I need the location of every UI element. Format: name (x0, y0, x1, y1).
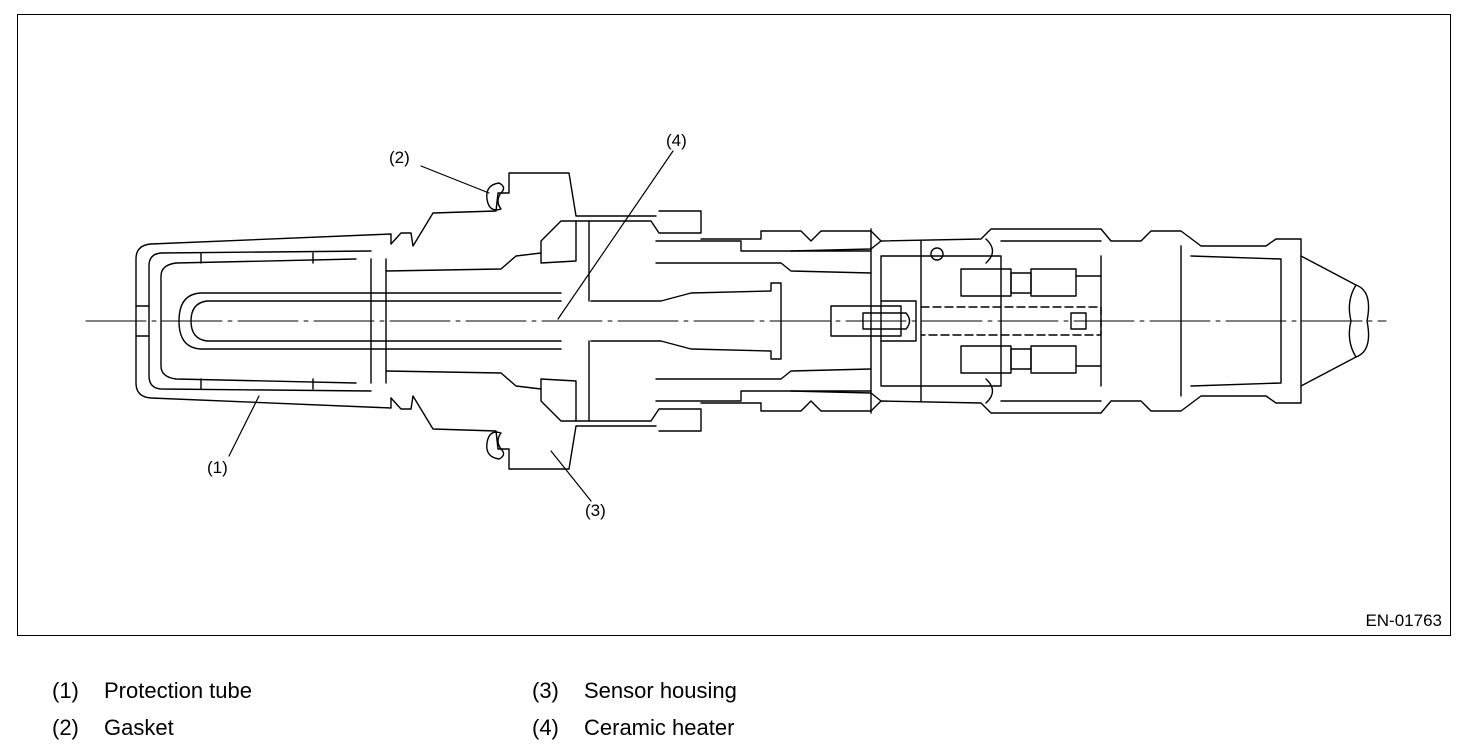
ceramic-heater-shape (178, 252, 562, 390)
legend-item-3: (3) Sensor housing (532, 678, 737, 704)
leader-lines (228, 150, 674, 502)
protection-tube-shape (135, 233, 392, 409)
oxygen-sensor-cross-section (85, 150, 1387, 502)
figure-id: EN-01763 (1365, 611, 1442, 630)
legend-item-1: (1) Protection tube (52, 678, 252, 704)
legend-label: Gasket (104, 715, 174, 740)
legend-num: (1) (52, 678, 79, 703)
legend-item-2: (2) Gasket (52, 715, 174, 741)
leader-2 (420, 165, 490, 194)
legend-num: (2) (52, 715, 79, 740)
leader-1 (228, 395, 260, 457)
connector-internals-shape (830, 240, 1102, 402)
legend-label: Protection tube (104, 678, 252, 703)
callout-3: (3) (585, 501, 606, 520)
callout-1: (1) (207, 458, 228, 477)
callout-2: (2) (389, 148, 410, 167)
diagram-frame: (1) (2) (3) (4) EN-01763 (17, 14, 1451, 636)
leader-3 (550, 450, 592, 502)
legend-num: (3) (532, 678, 559, 703)
leader-4 (557, 150, 674, 320)
sensor-housing-shape (390, 172, 702, 470)
callout-4: (4) (666, 131, 687, 150)
legend-label: Ceramic heater (584, 715, 735, 740)
legend-item-4: (4) Ceramic heater (532, 715, 734, 741)
legend-label: Sensor housing (584, 678, 737, 703)
outer-casing-shape (700, 228, 1302, 414)
cable-shape (1300, 255, 1370, 387)
legend-num: (4) (532, 715, 559, 740)
